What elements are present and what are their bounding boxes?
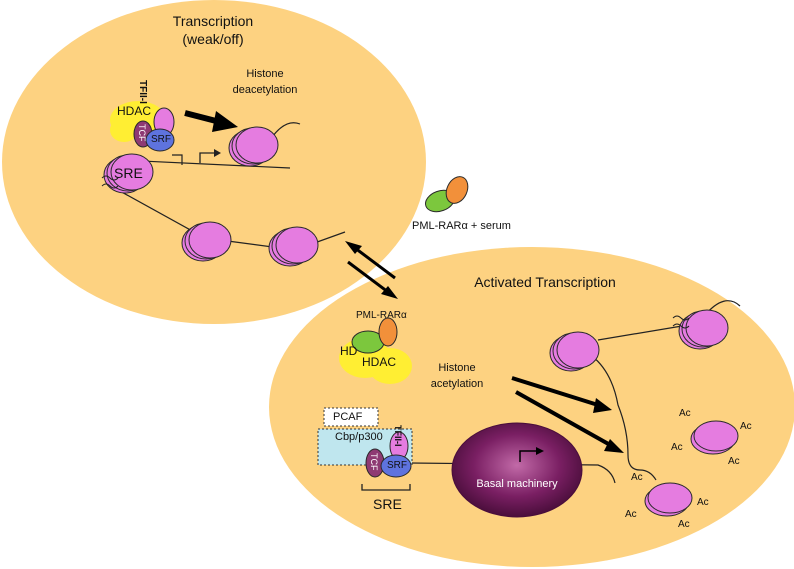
acetylation-arrow-2 <box>515 390 613 448</box>
top-dna-loop <box>117 189 346 251</box>
signal-label: PML-RARα + serum <box>412 220 511 232</box>
pcaf-label: PCAF <box>333 411 363 423</box>
cbp-label: Cbp/p300 <box>335 431 383 443</box>
ac-label: Ac <box>740 421 752 432</box>
acetylation-arrow-1 <box>511 376 599 407</box>
top-histone-line1: Histone <box>246 68 284 80</box>
ac-label: Ac <box>631 472 643 483</box>
bottom-tcf-label: TCF <box>369 453 379 471</box>
basal-machinery <box>451 422 583 518</box>
bottom-title: Activated Transcription <box>474 274 616 290</box>
bottom-rar-orange <box>378 317 398 347</box>
top-sre-bracket <box>172 154 183 165</box>
ac-label: Ac <box>697 497 709 508</box>
pcaf-box <box>323 407 379 427</box>
ac-label: Ac <box>728 456 740 467</box>
ac-label: Ac <box>625 509 637 520</box>
bottom-hd-label: HD <box>340 344 358 358</box>
top-tcf-label: TCF <box>137 124 147 142</box>
ac-label: Ac <box>678 519 690 530</box>
bottom-sre-label: SRE <box>373 496 402 512</box>
bottom-srf-label: SRF <box>387 460 407 471</box>
top-srf-shape <box>145 128 175 152</box>
top-sre-label: SRE <box>114 165 143 181</box>
top-title-line1: Transcription <box>172 13 254 29</box>
signal-rar-orange <box>445 176 469 204</box>
arrow-to-top <box>354 246 396 280</box>
top-promoter-arrow <box>199 152 214 163</box>
bottom-dna-strand <box>409 462 616 484</box>
top-tfii-label: TFII-I <box>137 80 148 104</box>
bottom-hdac-label: HDAC <box>362 355 397 369</box>
deacetylation-arrow <box>184 110 221 125</box>
top-cell <box>2 0 426 324</box>
ac-label: Ac <box>671 442 683 453</box>
top-title-line2: (weak/off) <box>182 31 244 47</box>
bottom-srf-shape <box>380 454 412 478</box>
bottom-histone-line2: acetylation <box>430 378 484 390</box>
bottom-dna-loop <box>591 355 657 481</box>
bottom-tfii-label: TFII-I <box>393 425 403 447</box>
bottom-pml-label: PML-RARα <box>356 310 407 321</box>
top-histone-line2: deacetylation <box>232 84 298 96</box>
bottom-sre-bracket <box>361 484 411 491</box>
bottom-histone-line1: Histone <box>438 362 476 374</box>
basal-label: Basal machinery <box>476 478 558 490</box>
bottom-dna-between <box>597 324 689 341</box>
bottom-cell <box>269 247 794 567</box>
ac-label: Ac <box>679 408 691 419</box>
top-srf-label: SRF <box>151 134 171 145</box>
top-hdac-label: HDAC <box>117 104 152 118</box>
arrow-to-bottom <box>347 260 389 294</box>
bottom-promoter-arrow <box>519 450 536 462</box>
